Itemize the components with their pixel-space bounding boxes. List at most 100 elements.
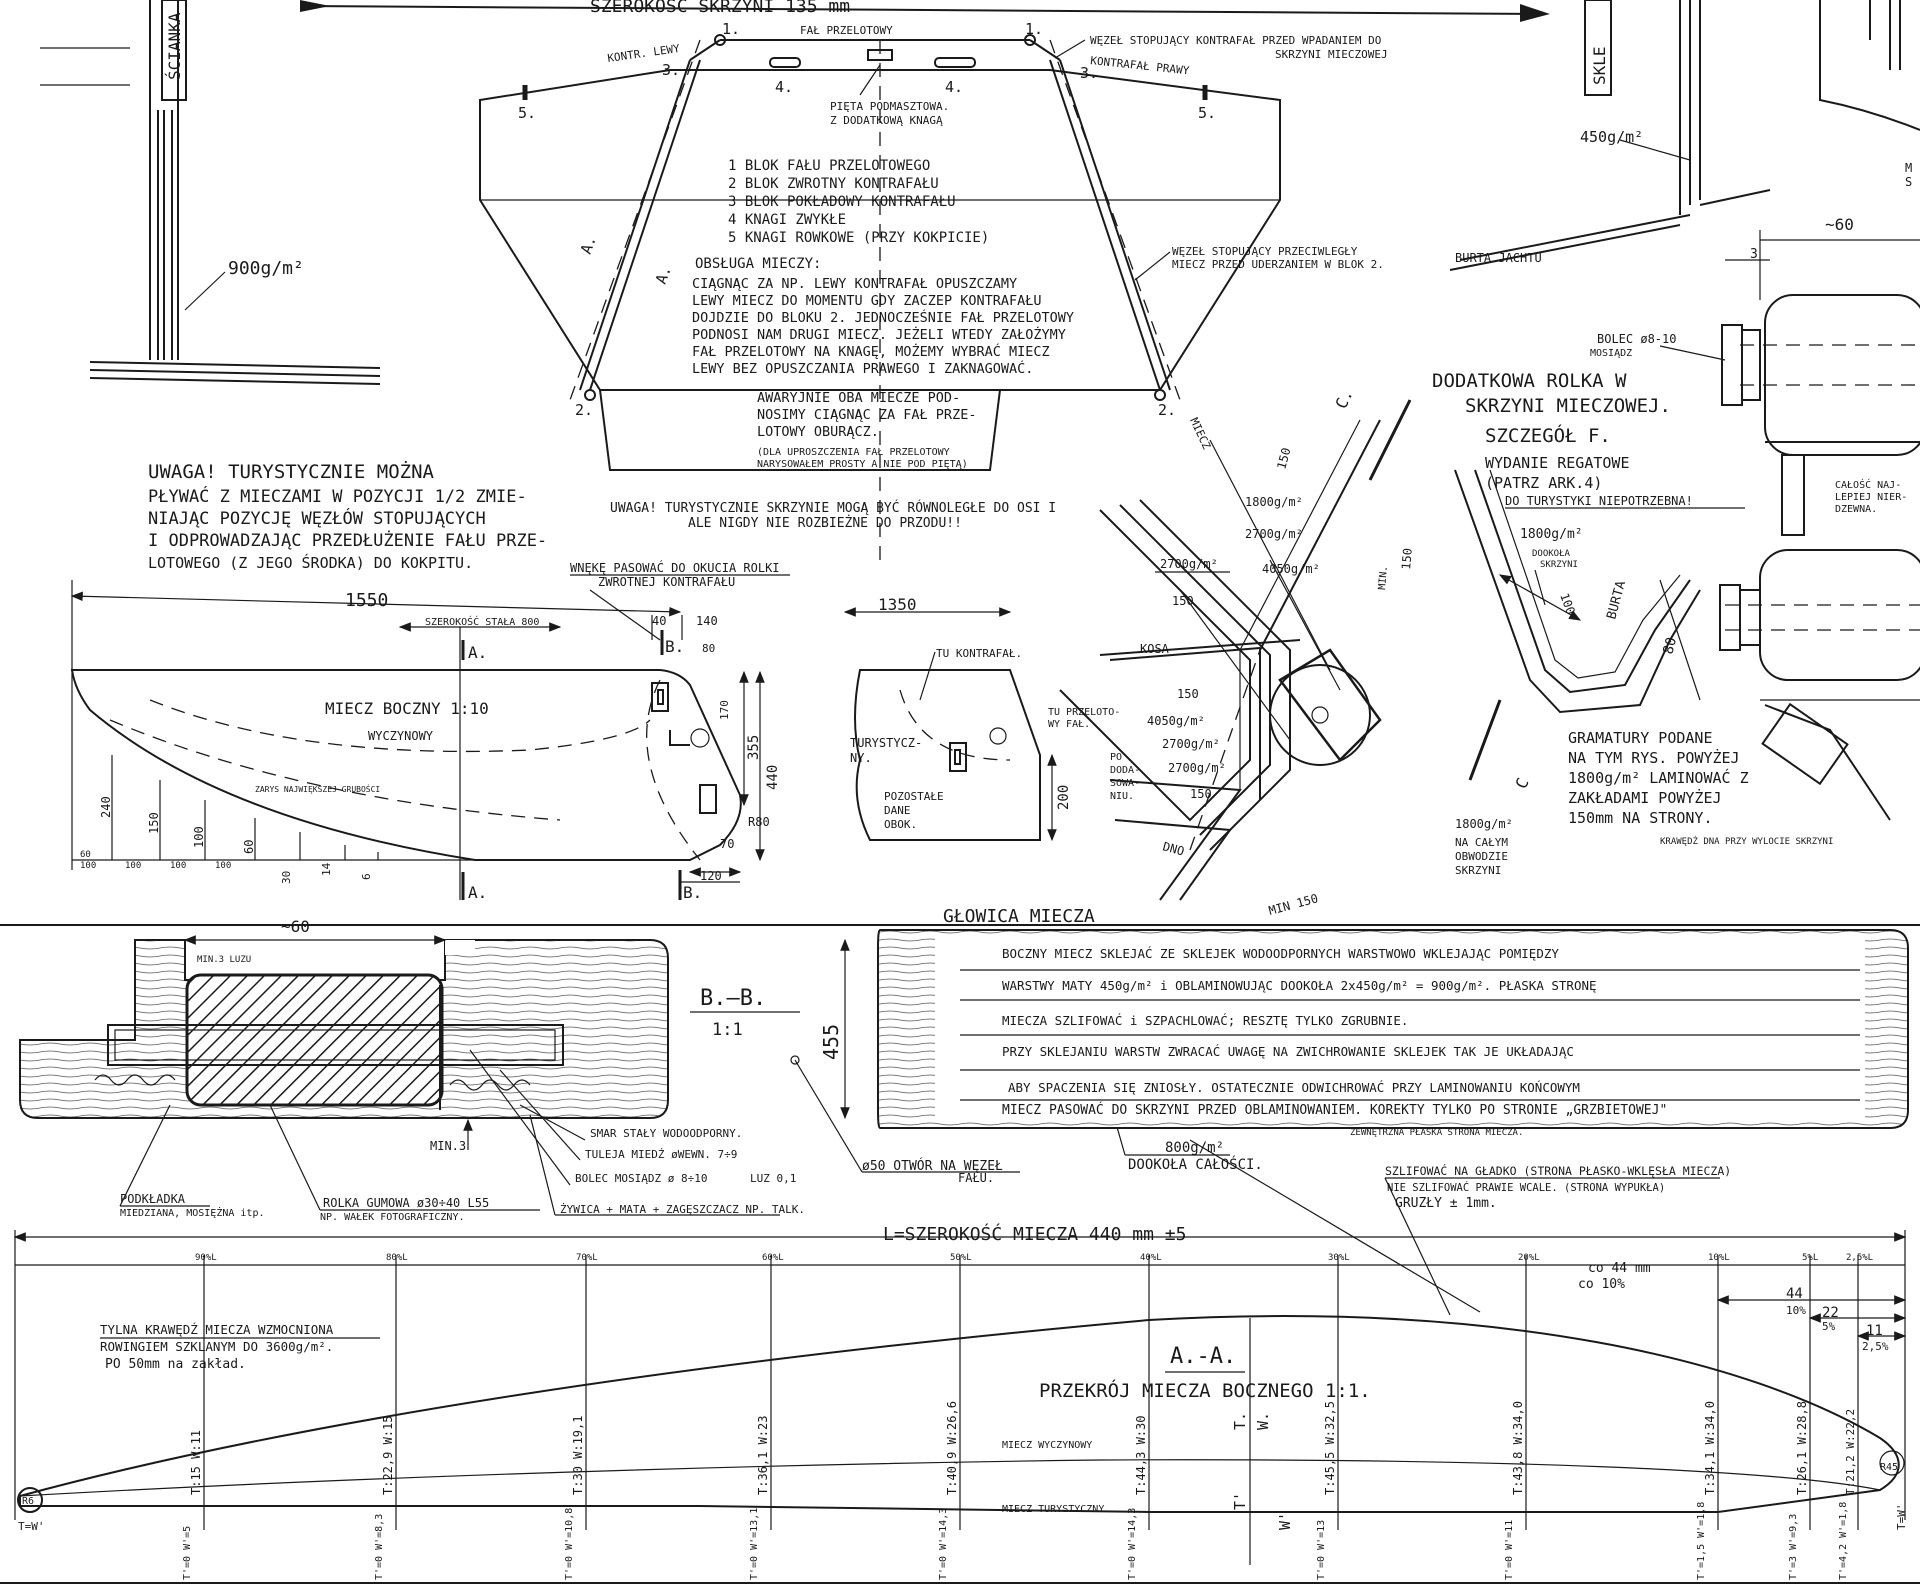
profile-tw-end: T=W': [1895, 1504, 1908, 1531]
miecz-boczny-subtitle: WYCZYNOWY: [368, 729, 434, 743]
rolka-g1800: 1800g/m²: [1520, 527, 1583, 542]
po-dod-2: DODA-: [1110, 765, 1140, 776]
lo-60: T'=0 W'=13,1: [749, 1508, 760, 1580]
rig-num-2b: 2.: [1158, 401, 1176, 419]
profile-w: W.: [1254, 1412, 1272, 1430]
base-60: 60: [80, 850, 91, 860]
instr-4: PRZY SKLEJANIU WARSTW ZWRACAĆ UWAGĘ NA Z…: [1002, 1044, 1574, 1059]
tylna-3: PO 50mm na zakład.: [105, 1357, 246, 1372]
box-dim-150b: 150: [1399, 547, 1415, 570]
left-gram-label: 900g/m²: [228, 258, 304, 279]
dim-40: 40: [652, 614, 666, 628]
uwaga1-line5: LOTOWEGO (Z JEGO ŚRODKA) DO KOKPITU.: [148, 553, 473, 572]
section-c-top: C.: [1331, 386, 1356, 411]
le-dim-44: 44: [1786, 1286, 1803, 1302]
rig-num-4b: 4.: [945, 78, 963, 96]
podkladka-2: MIEDZIANA, MOSIĘŻNA itp.: [120, 1206, 265, 1219]
gram-2: NA TYM RYS. POWYŻEJ: [1568, 748, 1740, 767]
up-40: T:44,3 W:30: [1134, 1416, 1148, 1495]
lo-20: T'=0 W'=11: [1504, 1520, 1515, 1580]
awar-2: NOSIMY CIĄGNĄC ZA FAŁ PRZE-: [757, 407, 976, 423]
awaryjnie-text: AWARYJNIE OBA MIECZE POD- NOSIMY CIĄGNĄC…: [757, 390, 976, 470]
zywica-label: ŻYWICA + MATA + ZAGĘSZCZACZ NP. TALK.: [560, 1203, 805, 1216]
otwor-1: ø50 OTWÓR NA WĘZEŁ: [862, 1158, 1003, 1174]
uwaga1-line3: NIAJĄC POZYCJĘ WĘZŁÓW STOPUJĄCYCH: [148, 507, 486, 529]
gram-3: 1800g/m² LAMINOWAĆ Z: [1568, 768, 1749, 787]
dim-170: 170: [718, 700, 731, 720]
rolka-wydanie-2: (PATRZ ARK.4): [1485, 474, 1602, 492]
box-g4050a: 4050g/m²: [1262, 562, 1320, 576]
profile-lower-values: T'=0 W'=5 T'=0 W'=8,3 T'=0 W'=10,8 T'=0 …: [182, 1502, 1849, 1580]
ms-2: S: [1905, 175, 1912, 189]
dookola-2: SKRZYNI: [1540, 560, 1578, 570]
bb-scale: 1:1: [712, 1020, 743, 1040]
turystyczny-detail: 1350 TU KONTRAFAŁ. TU PRZELOTO- WY FAŁ. …: [843, 595, 1120, 842]
dim-1550: 1550: [345, 590, 388, 611]
tylna-1: TYLNA KRAWĘDŹ MIECZA WZMOCNIONA: [100, 1322, 334, 1337]
up-80: T:22,9 W:15: [381, 1416, 395, 1495]
up-10: T:34,1 W:34,0: [1703, 1401, 1717, 1495]
glowica-dim-455: 455: [819, 1024, 843, 1060]
header-top-fragment: SZEROKOŚĆ SKRZYNI 135 mm: [590, 0, 850, 17]
bolec-1: BOLEC ø8-10: [1597, 332, 1676, 346]
obsluga-6: LEWY BEZ OPUSZCZANIA PRAWEGO I ZAKNAGOWA…: [692, 359, 1033, 377]
rolka-detail: DODATKOWA ROLKA W SKRZYNI MIECZOWEJ. SZC…: [1432, 370, 1891, 847]
wall-label: ŚCIANKA: [165, 12, 184, 80]
ord-30: 30: [280, 871, 293, 884]
bolec-2: MOSIĄDZ: [1590, 348, 1632, 359]
rig-num-5: 5.: [518, 104, 536, 122]
box-dim-150e: 150: [1190, 787, 1212, 801]
pozostale-3: OBOK.: [884, 818, 917, 831]
luz-label: LUZ 0,1: [750, 1172, 796, 1185]
instr-2: WARSTWY MATY 450g/m² i OBLAMINOWUJĄC DOO…: [1002, 978, 1597, 993]
rolka-burta: BURTA: [1604, 579, 1629, 621]
lo-10: T'=1,5 W'=1,8: [1696, 1502, 1707, 1580]
profile-tw-start: T=W': [18, 1520, 45, 1533]
up-90: T:15 W:11: [189, 1430, 203, 1495]
rig-sec-a2: A.: [652, 263, 675, 286]
box-g1800b: 1800g/m²: [1455, 817, 1513, 831]
st-30: 30%L: [1328, 1253, 1350, 1263]
pieta-label-1: PIĘTA PODMASZTOWA.: [830, 100, 949, 113]
le-p5: 5%: [1822, 1320, 1836, 1333]
dim-200: 200: [1056, 785, 1072, 810]
wezel-right-2: MIECZ PRZED UDERZANIEM W BLOK 2.: [1172, 258, 1384, 271]
up-60: T:36,1 W:23: [756, 1416, 770, 1495]
rig-num-4: 4.: [775, 78, 793, 96]
up-5: T:26,1 W:28,8: [1795, 1401, 1809, 1495]
instr-6: MIECZ PASOWAĆ DO SKRZYNI PRZED OBLAMINOW…: [1002, 1102, 1667, 1118]
ms-1: M: [1905, 161, 1912, 175]
miecz-boczny-view: 1550 SZEROKOŚĆ STAŁA 800 A. A. B. B. MIE…: [70, 580, 781, 902]
smar-label: SMAR STAŁY WODOODPORNY.: [590, 1127, 742, 1140]
legend-line-2: 2 BLOK ZWROTNY KONTRAFAŁU: [728, 176, 939, 192]
na-calym-2: OBWODZIE: [1455, 850, 1508, 863]
lo-40: T'=0 W'=14,3: [1127, 1508, 1138, 1580]
st-40: 40%L: [1140, 1253, 1162, 1263]
pieta-label-2: Z DODATKOWĄ KNAGĄ: [830, 114, 943, 127]
right-g450: 450g/m²: [1580, 128, 1643, 146]
profile-width-label: L=SZEROKOŚĆ MIECZA 440 mm ±5: [883, 1223, 1186, 1245]
up-20: T:43,8 W:34,0: [1511, 1401, 1525, 1495]
left-wall-detail: ŚCIANKA 900g/m²: [40, 0, 381, 385]
box-min150: MIN 150: [1267, 891, 1319, 918]
right-dim-60: ~60: [1825, 215, 1854, 234]
sec-b-bottom: B.: [683, 883, 702, 902]
legend-line-1: 1 BLOK FAŁU PRZELOTOWEGO: [728, 158, 930, 174]
tu-przelot-1: TU PRZELOTO-: [1048, 707, 1120, 718]
obsluga-1: CIĄGNĄC ZA NP. LEWY KONTRAFAŁ OPUSZCZAMY: [692, 276, 1017, 292]
wneke-note: WNĘKĘ PASOWAĆ DO OKUCIA ROLKI ZWROTNEJ K…: [570, 560, 790, 641]
rig-num-5b: 5.: [1198, 104, 1216, 122]
box-dim-150d: 150: [1177, 687, 1199, 701]
pozostale-1: POZOSTAŁE: [884, 790, 944, 803]
na-calym-3: SKRZYNI: [1455, 864, 1501, 877]
dim-140: 140: [696, 614, 718, 628]
rolka-title-2: SKRZYNI MIECZOWEJ.: [1465, 395, 1671, 417]
bb-title: B.—B.: [700, 986, 766, 1011]
tu-kontrafal: TU KONTRAFAŁ.: [936, 647, 1022, 660]
uwaga1-line2: PŁYWAĆ Z MIECZAMI W POZYCJI 1/2 ZMIE-: [148, 485, 527, 507]
base-100c: 100: [170, 861, 186, 871]
szlif-1: SZLIFOWAĆ NA GŁADKO (STRONA PŁASKO-WKLĘS…: [1385, 1163, 1731, 1178]
instructions-box: BOCZNY MIECZ SKLEJAĆ ZE SKLEJEK WODOODPO…: [877, 929, 1909, 1138]
wezel-top-2: SKRZYNI MIECZOWEJ: [1275, 48, 1388, 61]
